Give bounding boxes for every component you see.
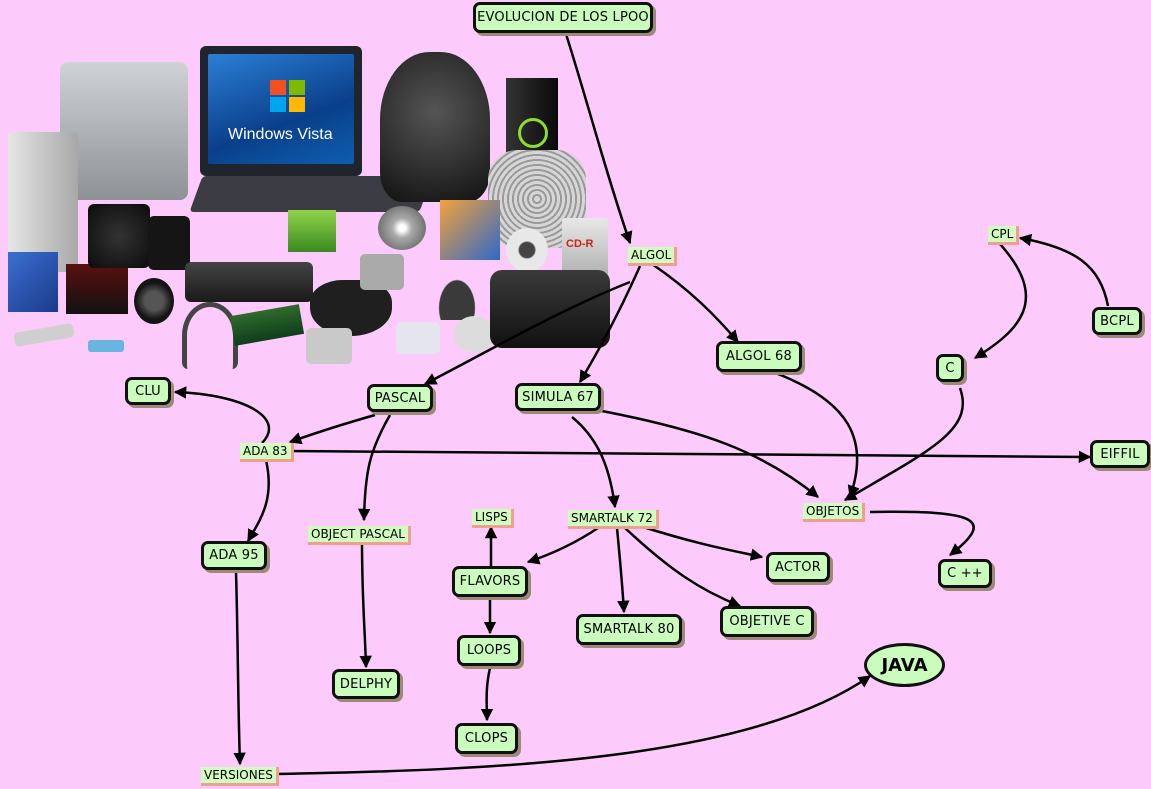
edge-cpl-c [973,243,1028,360]
node-c[interactable]: C [936,354,964,382]
backpack-image [380,52,490,202]
edge-objectpascal-delphy [359,541,372,669]
node-lisps[interactable]: LISPS [472,509,514,528]
node-object-pascal[interactable]: OBJECT PASCAL [308,526,411,545]
software-box-image [288,210,336,252]
node-smartalk80[interactable]: SMARTALK 80 [576,614,682,645]
graphics-card-box-image [66,264,128,314]
laptop-screen: Windows Vista [208,54,354,164]
subwoofer-image [88,204,150,268]
node-java[interactable]: JAVA [864,643,945,687]
printer-image [60,62,188,200]
windows-logo-icon [270,80,305,112]
mouse-image [454,316,494,352]
edge-loops-clops [480,667,494,722]
edge-ada95-versiones [233,571,246,766]
drive-image [378,206,426,250]
node-bcpl[interactable]: BCPL [1092,307,1142,335]
node-algol[interactable]: ALGOL [628,247,678,266]
node-actor[interactable]: ACTOR [766,552,830,582]
node-ada83[interactable]: ADA 83 [240,443,294,462]
edge-smartalk72-actor [639,524,764,561]
edge-smartalk72-smartalk80 [615,527,630,614]
edge-objetos-cpp [869,510,975,556]
edge-simula67-objetos [601,409,819,498]
edge-bcpl-cpl [1018,233,1110,307]
edge-smartalk72-objetivec [624,527,742,608]
edge-ada83-eiffil [289,449,1092,464]
edge-simula67-smartalk72 [571,416,620,509]
usb-drive-image [13,322,75,348]
sound-card-image [229,304,305,346]
mp3-player-image [396,322,440,354]
speaker-image [148,216,190,270]
edge-c-objetos [843,387,965,502]
node-clops[interactable]: CLOPS [455,723,518,754]
digital-camera-image [360,254,404,290]
headset-image [182,302,238,369]
cdr-spindle-image: CD-R [562,218,608,276]
node-objetive-c[interactable]: OBJETIVE C [720,606,814,637]
joystick-image [426,260,488,320]
digital-camera-image [306,328,352,364]
node-evolucion[interactable]: EVOLUCION DE LOS LPOO [473,2,653,33]
edge-algol-algol68 [651,262,739,343]
edge-pascal-ada83 [288,413,376,445]
edge-algol68-objetos [769,369,860,499]
software-box-image [8,252,58,312]
cd-case-image [490,270,610,348]
pc-tower-image [8,132,78,272]
usb-drive-image [88,340,124,352]
node-cpl[interactable]: CPL [988,226,1020,245]
edge-pascal-objectpascal [357,414,392,522]
webcam-image [506,228,548,272]
router-image [185,262,313,302]
node-ada95[interactable]: ADA 95 [201,541,267,570]
cdr-label: CD-R [566,238,594,250]
node-cpp[interactable]: C ++ [938,559,992,588]
node-versiones[interactable]: VERSIONES [201,767,279,786]
node-clu[interactable]: CLU [125,377,171,405]
node-simula67[interactable]: SIMULA 67 [515,383,601,411]
node-eiffil[interactable]: EIFFIL [1090,440,1150,468]
node-objetos[interactable]: OBJETOS [803,503,866,522]
node-delphy[interactable]: DELPHY [332,669,400,699]
edge-ada83-clu [173,386,271,444]
node-loops[interactable]: LOOPS [457,635,521,666]
node-pascal[interactable]: PASCAL [367,384,433,412]
node-smartalk72[interactable]: SMARTALK 72 [568,510,659,529]
windows-vista-text: Windows Vista [228,126,333,143]
processor-box-image [440,200,500,260]
computer-devices-collage: Windows Vista CD-R [0,40,640,380]
edge-ada83-ada95 [246,459,270,543]
webcam-image [134,278,174,324]
node-algol68[interactable]: ALGOL 68 [716,341,802,372]
node-flavors[interactable]: FLAVORS [452,566,528,597]
laptop-image: Windows Vista [200,46,362,176]
edge-smartalk72-flavors [526,526,599,565]
